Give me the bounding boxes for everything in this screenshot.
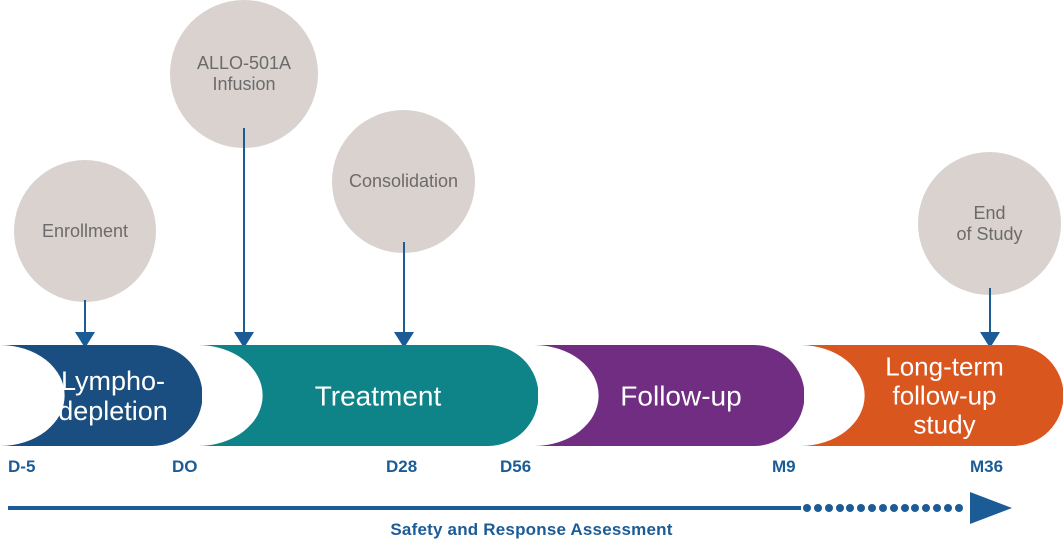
phase-long-term-follow-up[interactable]: Long-term follow-up study bbox=[800, 345, 1063, 446]
axis-dotted-line bbox=[803, 504, 963, 512]
axis-arrowhead-icon bbox=[970, 492, 1012, 524]
tick-d28: D28 bbox=[386, 457, 418, 476]
connector-infusion-to-treatment bbox=[224, 128, 264, 348]
connector-consolidation-to-treatment bbox=[384, 242, 424, 348]
axis-dot bbox=[954, 504, 963, 512]
connector-shaft bbox=[989, 288, 991, 334]
axis-dot bbox=[846, 504, 855, 512]
connector-end-of-study-to-long-term bbox=[970, 288, 1010, 348]
axis-dot bbox=[857, 504, 866, 512]
axis-dot bbox=[933, 504, 942, 512]
tick-d-5: D-5 bbox=[8, 457, 36, 476]
phase-follow-up-shape bbox=[534, 345, 804, 446]
axis-dot bbox=[922, 504, 931, 512]
axis-dot bbox=[889, 504, 898, 512]
bubble-enrollment-label: Enrollment bbox=[41, 220, 129, 241]
axis-solid-line bbox=[8, 506, 801, 510]
assessment-axis-caption: Safety and Response Assessment bbox=[390, 520, 673, 539]
axis-dot bbox=[878, 504, 887, 512]
tick-m36: M36 bbox=[970, 457, 1004, 476]
bubble-consolidation: Consolidation bbox=[332, 110, 475, 253]
connector-shaft bbox=[403, 242, 405, 334]
axis-dot bbox=[803, 504, 811, 512]
bubble-allo-501a-infusion-label: ALLO-501A Infusion bbox=[196, 53, 292, 94]
connector-arrowhead-icon bbox=[394, 332, 414, 348]
phase-treatment[interactable]: Treatment bbox=[198, 345, 538, 446]
bubble-consolidation-label: Consolidation bbox=[348, 171, 459, 192]
axis-dot bbox=[813, 504, 822, 512]
phase-follow-up[interactable]: Follow-up bbox=[534, 345, 804, 446]
connector-arrowhead-icon bbox=[980, 332, 1000, 348]
connector-enrollment-to-lymphodepletion bbox=[65, 300, 105, 348]
phase-long-term-follow-up-shape bbox=[800, 345, 1063, 446]
tick-m9: M9 bbox=[772, 457, 796, 476]
phase-lymphodepletion-shape bbox=[0, 345, 202, 446]
axis-dot bbox=[943, 504, 952, 512]
phase-lymphodepletion[interactable]: Lympho- depletion bbox=[0, 345, 202, 446]
connector-shaft bbox=[243, 128, 245, 334]
axis-dot bbox=[868, 504, 877, 512]
assessment-axis: Safety and Response Assessment bbox=[0, 492, 1063, 544]
bubble-end-of-study: End of Study bbox=[918, 152, 1061, 295]
connector-arrowhead-icon bbox=[75, 332, 95, 348]
connector-shaft bbox=[84, 300, 86, 334]
bubble-enrollment: Enrollment bbox=[14, 160, 156, 302]
tick-d0: DO bbox=[172, 457, 198, 476]
phase-treatment-shape bbox=[198, 345, 538, 446]
bubble-end-of-study-label: End of Study bbox=[956, 202, 1023, 244]
axis-dot bbox=[835, 504, 844, 512]
axis-dot bbox=[911, 504, 920, 512]
phase-bar: Lympho- depletion Treatment Follow-up Lo… bbox=[0, 345, 1063, 446]
axis-dot bbox=[900, 504, 909, 512]
axis-dot bbox=[824, 504, 833, 512]
tick-d56: D56 bbox=[500, 457, 532, 476]
bubble-allo-501a-infusion: ALLO-501A Infusion bbox=[170, 0, 318, 148]
connector-arrowhead-icon bbox=[234, 332, 254, 348]
